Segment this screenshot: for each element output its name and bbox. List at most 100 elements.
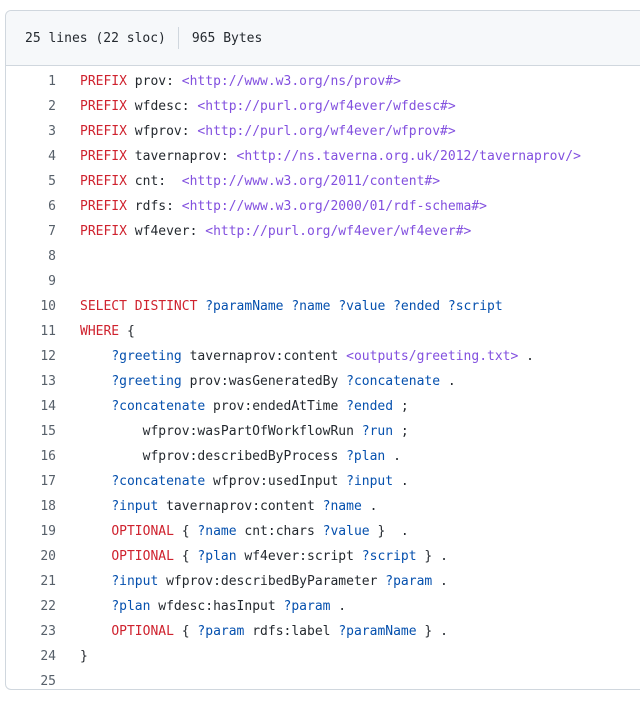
code-token: OPTIONAL — [111, 524, 174, 539]
code-token: <outputs/greeting.txt> — [346, 349, 519, 364]
code-token — [80, 374, 111, 389]
line-number[interactable]: 4 — [48, 149, 56, 164]
code-token: wfdesc:hasInput — [150, 599, 284, 614]
code-line: 9 — [6, 269, 640, 294]
code-token: <http://www.w3.org/2011/content#> — [181, 174, 441, 189]
line-content: OPTIONAL { ?name cnt:chars ?value } . — [56, 524, 408, 539]
code-token: } — [80, 649, 88, 664]
line-content: } — [56, 649, 88, 664]
code-token: . — [385, 449, 401, 464]
line-number[interactable]: 12 — [40, 349, 56, 364]
code-token: <http://www.w3.org/2000/01/rdf-schema#> — [181, 199, 488, 214]
code-token — [80, 524, 111, 539]
line-content: ?greeting tavernaprov:content <outputs/g… — [56, 349, 534, 364]
header-divider — [177, 27, 179, 49]
code-token: ?name — [197, 524, 237, 539]
code-token: <http://www.w3.org/ns/prov#> — [181, 74, 401, 89]
line-number[interactable]: 8 — [48, 249, 56, 264]
line-content: PREFIX tavernaprov: <http://ns.taverna.o… — [56, 149, 581, 164]
code-token: ?plan — [111, 599, 151, 614]
code-token: . — [393, 474, 409, 489]
code-token: . — [361, 499, 378, 514]
code-token — [80, 624, 111, 639]
code-token: tavernaprov:content — [158, 499, 323, 514]
line-number[interactable]: 6 — [48, 199, 56, 214]
code-token: ; — [393, 399, 409, 414]
code-token: ?value — [338, 299, 386, 314]
code-line: 17 ?concatenate wfprov:usedInput ?input … — [6, 469, 640, 494]
file-size: 965 Bytes — [191, 30, 263, 46]
line-content: OPTIONAL { ?param rdfs:label ?paramName … — [56, 624, 448, 639]
code-token: WHERE — [80, 324, 120, 339]
code-token: tavernaprov:content — [181, 349, 347, 364]
line-number[interactable]: 9 — [48, 274, 56, 289]
line-number[interactable]: 14 — [40, 399, 56, 414]
line-number[interactable]: 15 — [40, 424, 56, 439]
code-token: prov: — [126, 74, 182, 89]
line-content: PREFIX prov: <http://www.w3.org/ns/prov#… — [56, 74, 401, 89]
code-token — [385, 299, 393, 314]
code-token: PREFIX — [80, 224, 127, 239]
code-token: wfdesc: — [126, 99, 198, 114]
code-token: prov:wasGeneratedBy — [181, 374, 347, 389]
line-number[interactable]: 17 — [40, 474, 56, 489]
line-number[interactable]: 3 — [48, 124, 56, 139]
code-token: <http://purl.org/wf4ever/wf4ever#> — [205, 224, 472, 239]
code-token: ?concatenate — [346, 374, 441, 389]
code-token: wfprov:describedByProcess — [80, 449, 347, 464]
code-token: wfprov: — [126, 124, 198, 139]
line-content: ?concatenate wfprov:usedInput ?input . — [56, 474, 409, 489]
code-token: OPTIONAL — [111, 624, 174, 639]
line-number[interactable]: 1 — [48, 74, 56, 89]
code-line: 14 ?concatenate prov:endedAtTime ?ended … — [6, 394, 640, 419]
code-line: 18 ?input tavernaprov:content ?name . — [6, 494, 640, 519]
line-content: wfprov:wasPartOfWorkflowRun ?run ; — [56, 424, 409, 439]
code-token: . — [440, 374, 456, 389]
code-token: rdfs:label — [244, 624, 339, 639]
code-line: 12 ?greeting tavernaprov:content <output… — [6, 344, 640, 369]
code-token — [80, 574, 111, 589]
line-number[interactable]: 16 — [40, 449, 56, 464]
code-token: PREFIX — [80, 99, 127, 114]
code-token — [80, 474, 111, 489]
line-number[interactable]: 22 — [40, 599, 56, 614]
code-token: ?input — [111, 499, 159, 514]
code-line: 16 wfprov:describedByProcess ?plan . — [6, 444, 640, 469]
line-number[interactable]: 11 — [40, 324, 56, 339]
line-number[interactable]: 2 — [48, 99, 56, 114]
code-token: OPTIONAL — [111, 549, 174, 564]
line-number[interactable]: 18 — [40, 499, 56, 514]
code-token: wfprov:wasPartOfWorkflowRun — [80, 424, 362, 439]
code-token: wfprov:usedInput — [205, 474, 347, 489]
code-token: <http://purl.org/wf4ever/wfprov#> — [197, 124, 456, 139]
code-token: PREFIX — [80, 74, 127, 89]
line-number[interactable]: 19 — [40, 524, 56, 539]
line-number[interactable]: 13 — [40, 374, 56, 389]
code-line: 20 OPTIONAL { ?plan wf4ever:script ?scri… — [6, 544, 640, 569]
code-token: cnt: — [126, 174, 182, 189]
line-content: ?plan wfdesc:hasInput ?param . — [56, 599, 346, 614]
line-number[interactable]: 7 — [48, 224, 56, 239]
code-token: ?concatenate — [111, 474, 206, 489]
code-token: wf4ever: — [126, 224, 206, 239]
line-content: OPTIONAL { ?plan wf4ever:script ?script … — [56, 549, 448, 564]
code-token: ?param — [197, 624, 245, 639]
line-number[interactable]: 20 — [40, 549, 56, 564]
code-token: PREFIX — [80, 199, 127, 214]
line-number[interactable]: 23 — [40, 624, 56, 639]
code-token: cnt:chars — [236, 524, 323, 539]
line-number[interactable]: 5 — [48, 174, 56, 189]
code-token: ?paramName — [338, 624, 417, 639]
code-token: { — [173, 624, 198, 639]
line-number[interactable]: 10 — [40, 299, 56, 314]
line-number[interactable]: 21 — [40, 574, 56, 589]
line-number[interactable]: 25 — [40, 674, 56, 689]
code-token: ?ended — [346, 399, 394, 414]
line-number[interactable]: 24 — [40, 649, 56, 664]
code-token: <http://purl.org/wf4ever/wfdesc#> — [197, 99, 456, 114]
code-token: wfprov:describedByParameter — [158, 574, 386, 589]
